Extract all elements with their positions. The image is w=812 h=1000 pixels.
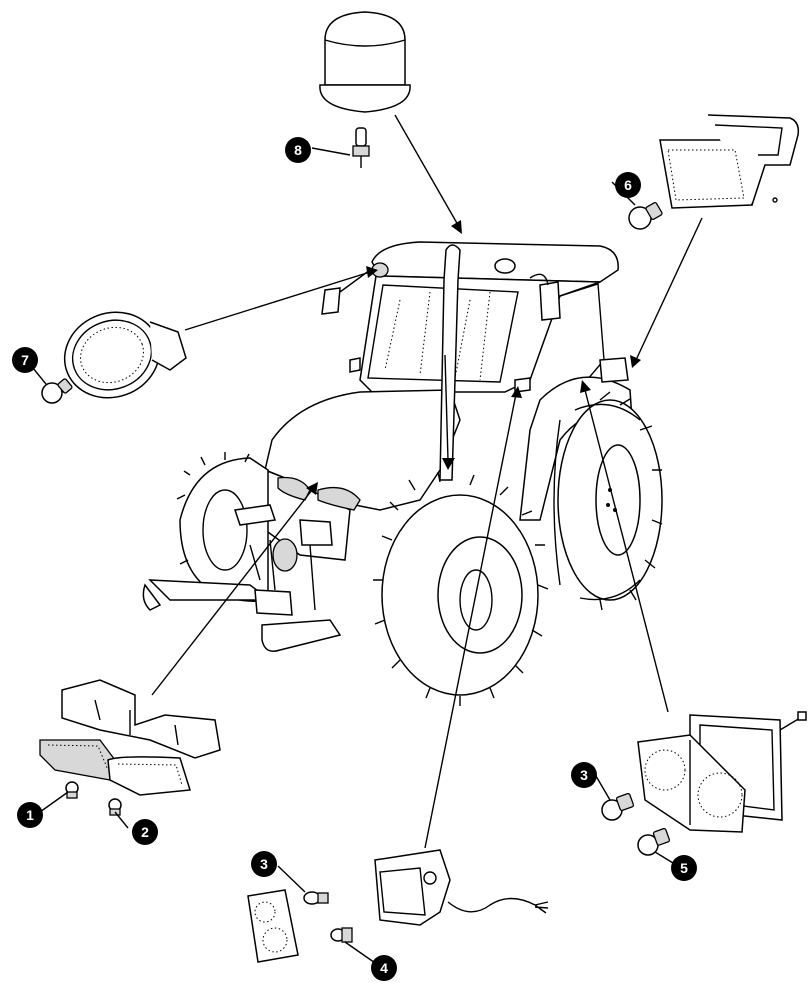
callout-7-label: 7 xyxy=(21,352,29,368)
callout-6-label: 6 xyxy=(624,177,632,193)
tractor xyxy=(142,241,663,706)
front-headlamp-assembly xyxy=(39,679,221,796)
callout-8-label: 8 xyxy=(294,142,302,158)
callout-3-side-label: 3 xyxy=(260,856,268,872)
hood xyxy=(264,389,461,511)
work-lamp-bulb xyxy=(41,378,73,404)
callout-5-label: 5 xyxy=(680,860,688,876)
beacon-bulb xyxy=(352,127,370,168)
rear-wheel xyxy=(553,391,663,611)
front-hitch xyxy=(142,504,342,652)
square-work-lamp xyxy=(247,889,299,963)
side-lamp-bulb-4 xyxy=(330,927,353,943)
callout-5: 5 xyxy=(671,855,697,881)
cab-frame xyxy=(359,275,601,393)
side-lamp-bulb-3 xyxy=(303,891,329,905)
callout-1-label: 1 xyxy=(26,807,34,823)
callout-2: 2 xyxy=(132,819,158,845)
callout-3-side: 3 xyxy=(251,851,277,877)
exhaust-stack xyxy=(439,244,461,481)
callout-4-label: 4 xyxy=(380,960,388,976)
rear-lamp-bulb-5 xyxy=(637,827,671,856)
rotating-beacon xyxy=(319,11,411,113)
front-left-wheel xyxy=(176,452,269,602)
right-mirror xyxy=(539,281,561,321)
callout-8: 8 xyxy=(285,137,311,163)
side-marker-lamp xyxy=(374,849,549,926)
headlamp-bulb-1 xyxy=(65,781,79,799)
rear-number-plate-lamp xyxy=(659,114,800,209)
callout-3-rear: 3 xyxy=(571,762,597,788)
plate-lamp-bulb xyxy=(628,202,663,230)
front-right-wheel xyxy=(373,471,549,706)
callout-7: 7 xyxy=(12,347,38,373)
leader-lines xyxy=(27,114,703,966)
callout-3-rear-label: 3 xyxy=(580,767,588,783)
cab-roof xyxy=(371,241,619,283)
round-work-lamp xyxy=(63,311,187,399)
callout-6: 6 xyxy=(615,172,641,198)
callout-2-label: 2 xyxy=(141,824,149,840)
callout-4: 4 xyxy=(371,955,397,981)
rear-combination-lamp xyxy=(637,711,807,833)
rear-lamp-bulb-3 xyxy=(601,792,635,821)
left-mirror xyxy=(321,287,341,315)
callout-1: 1 xyxy=(17,802,43,828)
